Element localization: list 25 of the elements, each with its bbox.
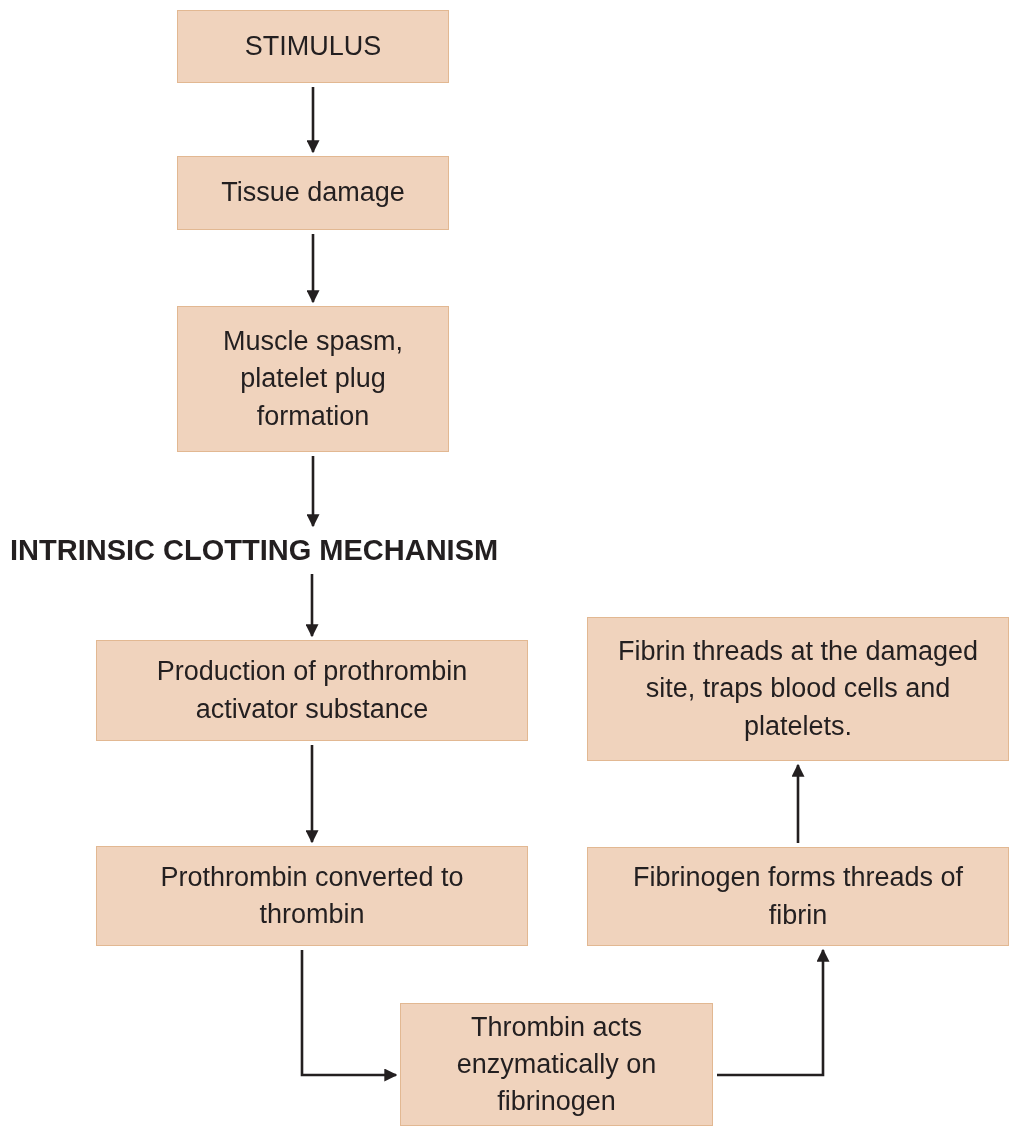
box-text: Muscle spasm, platelet plug formation [221,325,405,433]
process-box [177,10,449,83]
arrow [306,234,320,304]
arrow [306,87,320,154]
arrow [306,456,320,528]
process-box [587,617,1009,761]
box-text: Tissue damage [221,176,405,210]
arrow [791,763,805,843]
arrow [300,950,398,1082]
box-text: Fibrinogen forms threads of fibrin [631,861,965,932]
box-text: Thrombin acts enzymatically on fibrinogen [455,1010,658,1119]
process-box [587,847,1009,946]
heading-text: INTRINSIC CLOTTING MECHANISM [10,530,499,570]
process-box [96,640,528,741]
process-box [177,156,449,230]
box-text: Prothrombin converted to thrombin [159,860,465,931]
box-text: Production of prothrombin activator substance [155,655,469,726]
process-box [96,846,528,946]
arrow [305,574,319,638]
arrow [717,948,830,1077]
process-box [400,1003,713,1126]
box-text: Fibrin threads at the damaged site, traps blood cells and platelets. [616,635,980,743]
process-box [177,306,449,452]
arrow [305,745,319,844]
box-text: STIMULUS [244,29,382,63]
